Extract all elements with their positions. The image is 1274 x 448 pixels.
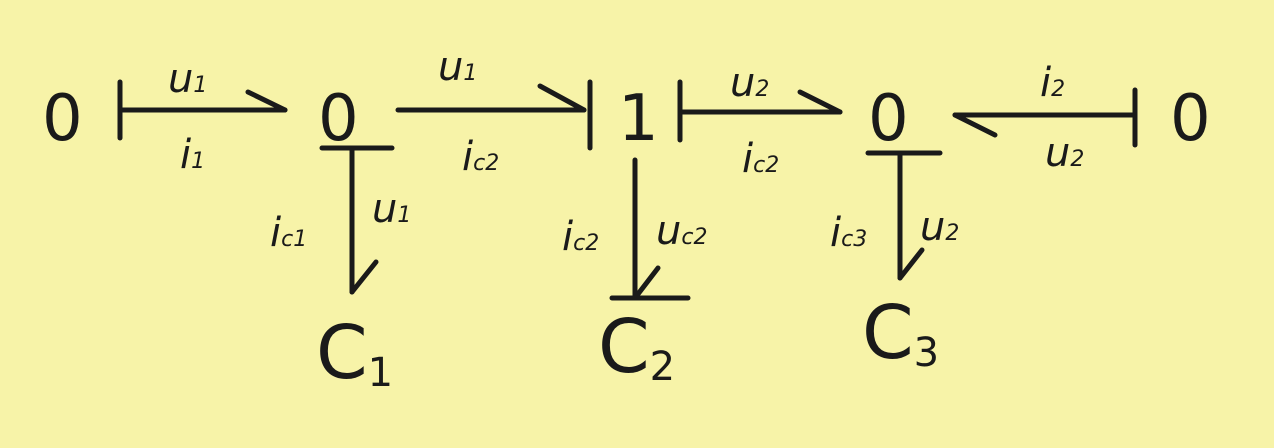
- bond-2-effort-label: u1: [438, 44, 477, 90]
- bond-4-flow-label: i2: [1040, 60, 1065, 106]
- bond-4-half-arrow: [952, 112, 998, 138]
- capacitor-c1-label: C1: [316, 310, 393, 396]
- bond-3: u2 ic2: [677, 60, 843, 182]
- bond-1-flow-label: i1: [180, 132, 205, 178]
- capacitor-c2-label: C2: [598, 304, 675, 390]
- junction-3-label: 0: [868, 82, 909, 156]
- vertical-bond-2: ic2 uc2: [562, 157, 707, 301]
- vertical-bond-3-effort-label: u2: [920, 204, 959, 250]
- vertical-bond-2-half-arrow: [632, 265, 661, 301]
- bond-3-effort-label: u2: [730, 60, 769, 106]
- vertical-bond-3-half-arrow: [897, 247, 925, 281]
- vertical-bond-3-flow-label: ic3: [830, 210, 867, 256]
- bond-1-effort-label: u1: [168, 56, 207, 102]
- vertical-bond-1-flow-label: ic1: [270, 210, 307, 256]
- vertical-bond-2-effort-label: uc2: [656, 208, 707, 254]
- bond-3-flow-label: ic2: [742, 136, 779, 182]
- bond-2-half-arrow: [537, 83, 587, 113]
- bond-2: u1 ic2: [395, 44, 593, 180]
- vertical-bond-2-flow-label: ic2: [562, 214, 599, 260]
- bond-4-effort-label: u2: [1045, 130, 1084, 176]
- source-right-label: 0: [1170, 82, 1211, 156]
- bond-2-flow-label: ic2: [462, 134, 499, 180]
- junction-2-label: 1: [618, 82, 659, 156]
- bond-4: i2 u2: [952, 60, 1138, 176]
- bond-1: u1 i1: [117, 56, 288, 178]
- bond-3-half-arrow: [797, 89, 843, 115]
- capacitor-c3-label: C3: [862, 290, 939, 376]
- source-left-label: 0: [42, 82, 83, 156]
- vertical-bond-1: ic1 u1: [270, 145, 411, 295]
- vertical-bond-1-half-arrow: [349, 259, 379, 295]
- vertical-bond-3: ic3 u2: [830, 150, 959, 281]
- vertical-bond-1-effort-label: u1: [372, 186, 411, 232]
- bond-1-half-arrow: [245, 89, 288, 113]
- junction-1-label: 0: [318, 82, 359, 156]
